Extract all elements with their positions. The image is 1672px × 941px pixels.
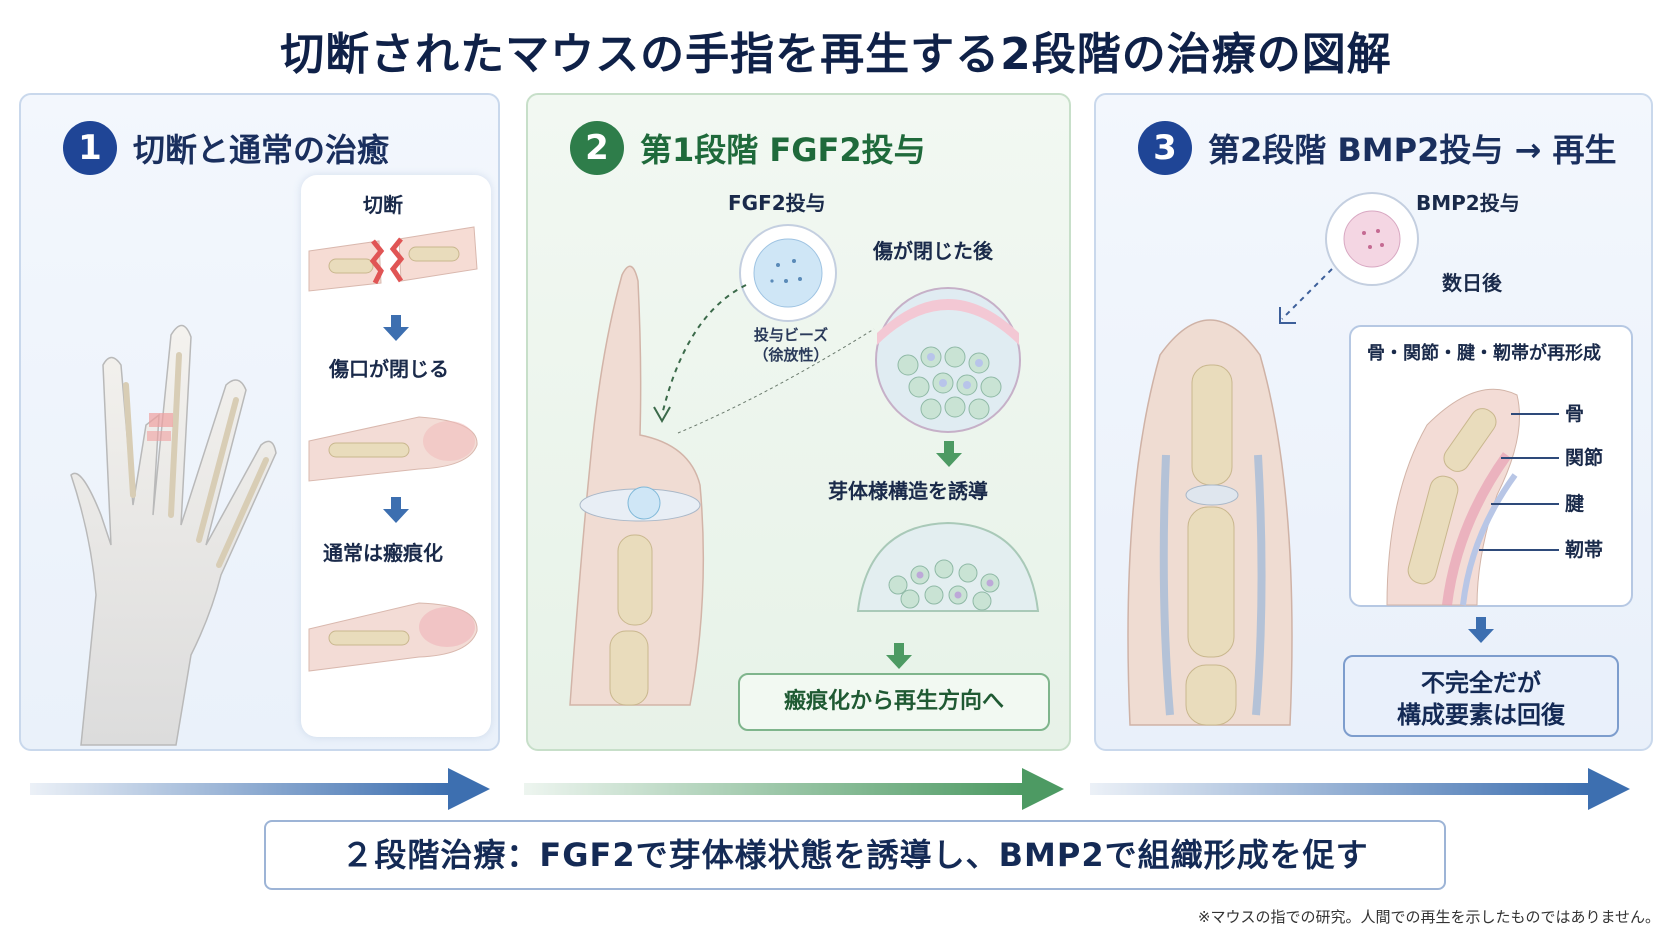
down-arrow-icon — [1468, 617, 1494, 643]
panel-3-bmp2: 3 第2段階 BMP2投与 → 再生 BMP2投与 数日後 骨・関節・腱・靭帯が… — [1094, 93, 1653, 751]
bmp2-result-box: 不完全だが 構成要素は回復 — [1343, 655, 1619, 737]
after-wound-closure-label: 傷が閉じた後 — [873, 239, 993, 263]
step-number-badge: 3 — [1138, 121, 1192, 175]
bead-dashed-arrow — [1279, 268, 1333, 324]
panel-1-header: 1 切断と通常の治癒 — [63, 121, 389, 175]
part-label-bone: 骨 — [1565, 403, 1585, 425]
step-scarring-label: 通常は瘢痕化 — [323, 541, 443, 565]
main-title: 切断されたマウスの手指を再生する2段階の治療の図解 — [280, 29, 1392, 80]
part-label-ligament: 靭帯 — [1565, 539, 1604, 561]
footnote: ※マウスの指での研究。人間での再生を示したものではありません。 — [1197, 908, 1660, 926]
blastema-structure-illustration — [856, 521, 1040, 612]
part-label-tendon: 腱 — [1565, 493, 1585, 515]
treated-finger-illustration — [569, 265, 705, 706]
panel-1-step-sequence: 切断 傷口が閉じる 通常は瘢痕化 — [301, 175, 491, 737]
panel-2-title: 第1段階 FGF2投与 — [640, 131, 926, 169]
magnify-link-line — [677, 328, 875, 434]
regeneration-detail-box: 骨・関節・腱・靭帯が再形成 骨 関節 腱 靭帯 — [1349, 325, 1633, 607]
down-arrow-icon — [936, 441, 962, 467]
bmp2-administration-label: BMP2投与 — [1416, 191, 1520, 215]
bmp2-bead-icon — [1325, 192, 1419, 286]
fgf2-result-box: 瘢痕化から再生方向へ — [738, 673, 1050, 731]
progress-arrow-2 — [524, 768, 1064, 810]
amputation-site-marker — [149, 413, 173, 427]
closed-wound-finger-illustration — [308, 416, 478, 482]
bead-path-dashed-arrow — [653, 284, 747, 424]
regenerated-finger-illustration — [1127, 319, 1293, 726]
part-label-joint: 関節 — [1565, 447, 1604, 469]
regenerated-tissue-crosssection — [1386, 388, 1520, 606]
scarred-finger-illustration — [308, 602, 478, 672]
blastema-cells-magnified — [875, 287, 1021, 433]
days-later-label: 数日後 — [1442, 271, 1502, 295]
panel-2-fgf2: 2 第1段階 FGF2投与 FGF2投与 投与ビーズ （徐放性） 傷が閉じた後 — [526, 93, 1071, 751]
panel-2-header: 2 第1段階 FGF2投与 — [570, 121, 926, 175]
step-wound-closes-label: 傷口が閉じる — [329, 357, 449, 381]
progress-arrow-1 — [30, 768, 490, 810]
implanted-bead — [627, 486, 661, 520]
summary-box: ２段階治療：FGF2で芽体様状態を誘導し、BMP2で組織形成を促す — [264, 820, 1446, 890]
amputated-finger-illustration — [308, 226, 478, 292]
step-number-badge: 2 — [570, 121, 624, 175]
step-amputation-label: 切断 — [363, 193, 403, 217]
fgf2-bead-icon — [739, 224, 837, 322]
fgf2-administration-label: FGF2投与 — [728, 191, 826, 215]
progress-arrow-3 — [1090, 768, 1630, 810]
induce-blastema-label: 芽体様構造を誘導 — [828, 479, 988, 503]
panel-3-title: 第2段階 BMP2投与 → 再生 — [1208, 131, 1617, 169]
down-arrow-icon — [383, 497, 409, 523]
panel-3-header: 3 第2段階 BMP2投与 → 再生 — [1138, 121, 1616, 175]
step-number-badge: 1 — [63, 121, 117, 175]
panel-1-title: 切断と通常の治癒 — [133, 131, 390, 169]
panel-1-amputation: 1 切断と通常の治癒 切断 傷口が閉じる — [19, 93, 500, 751]
mouse-hand-illustration — [70, 324, 277, 746]
reformation-title: 骨・関節・腱・靭帯が再形成 — [1367, 343, 1601, 364]
down-arrow-icon — [383, 315, 409, 341]
bead-caption: 投与ビーズ （徐放性） — [753, 326, 829, 365]
down-arrow-icon — [886, 643, 912, 669]
